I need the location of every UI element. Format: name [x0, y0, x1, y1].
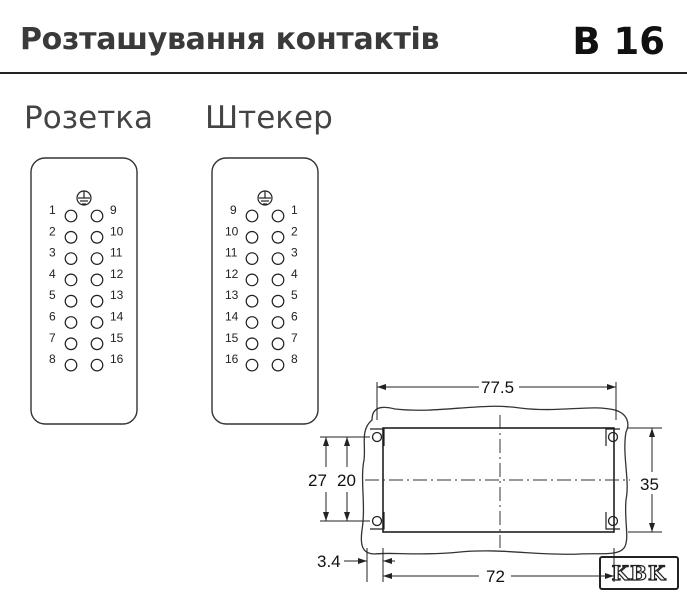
- pin-number: 16: [225, 352, 239, 366]
- pin-contact: [245, 294, 259, 308]
- pin-number: 10: [225, 224, 239, 238]
- pin-number: 16: [110, 352, 124, 366]
- pin-number: 7: [49, 331, 56, 345]
- pin-number: 11: [110, 246, 123, 260]
- pin-number: 11: [225, 246, 238, 260]
- center-lines: [365, 415, 630, 548]
- socket-body: [30, 157, 138, 425]
- brand-logo: KBK: [599, 556, 679, 590]
- pin-number: 6: [49, 310, 56, 324]
- pin-number: 9: [230, 203, 237, 217]
- plug-label: Штекер: [205, 100, 333, 136]
- pin-contact: [90, 273, 104, 287]
- pin-number: 2: [49, 224, 56, 238]
- pin-number: 12: [110, 267, 124, 281]
- pin-contact: [90, 316, 104, 329]
- mounting-holes: [371, 431, 619, 527]
- dim-bottom-width: 72: [486, 567, 505, 586]
- pin-number: 4: [291, 267, 298, 281]
- pin-number: 12: [225, 267, 239, 281]
- pin-contact: [271, 316, 285, 329]
- dimension-arrows: [323, 384, 655, 579]
- pin-contact: [271, 230, 285, 244]
- pin-contact: [271, 273, 285, 287]
- pin-number: 10: [110, 224, 124, 238]
- pin-number: 3: [49, 246, 56, 260]
- pin-number: 3: [291, 246, 298, 260]
- pin-contact: [245, 209, 259, 223]
- pin-contact: [64, 273, 78, 287]
- socket-label: Розетка: [24, 100, 153, 136]
- pin-number: 9: [110, 203, 117, 217]
- dim-left-inner: 20: [337, 471, 356, 490]
- pin-number: 15: [225, 331, 239, 345]
- pin-number: 7: [291, 331, 298, 345]
- pin-number: 8: [49, 352, 56, 366]
- pin-contact: [64, 230, 78, 244]
- pin-contact: [90, 358, 104, 372]
- ground-icon: [76, 190, 92, 206]
- pin-number: 1: [291, 203, 298, 217]
- model-code: B 16: [572, 20, 665, 63]
- pin-contact: [245, 252, 259, 266]
- pin-number: 2: [291, 224, 298, 238]
- pin-contact: [90, 209, 104, 223]
- pin-number: 4: [49, 267, 56, 281]
- pin-contact: [64, 209, 78, 223]
- pin-number: 14: [225, 310, 239, 324]
- pin-number: 5: [49, 288, 56, 302]
- pin-number: 15: [110, 331, 124, 345]
- pin-contact: [245, 316, 259, 329]
- pin-contact: [271, 337, 285, 351]
- pin-contact: [64, 252, 78, 266]
- pin-contact: [64, 337, 78, 351]
- pin-number: 8: [291, 352, 298, 366]
- pin-number: 14: [110, 310, 124, 324]
- dim-top-width: 77.5: [481, 378, 514, 397]
- pin-contact: [271, 358, 285, 372]
- dimension-lines: [320, 382, 662, 582]
- pin-number: 5: [291, 288, 298, 302]
- pin-contact: [64, 358, 78, 372]
- pin-number: 13: [110, 288, 124, 302]
- pin-contact: [245, 230, 259, 244]
- pin-contact: [90, 337, 104, 351]
- dim-hole-offset: 3.4: [317, 552, 341, 571]
- dim-right-height: 35: [640, 475, 659, 494]
- pin-contact: [64, 294, 78, 308]
- ground-icon: [257, 190, 273, 206]
- pin-contact: [90, 252, 104, 266]
- pin-contact: [271, 294, 285, 308]
- pin-number: 1: [49, 203, 56, 217]
- pin-number: 6: [291, 310, 298, 324]
- pin-contact: [245, 273, 259, 287]
- pin-contact: [271, 252, 285, 266]
- plug-body: [211, 157, 319, 425]
- pin-contact: [245, 358, 259, 372]
- pin-contact: [64, 316, 78, 329]
- dim-left-outer: 27: [308, 471, 327, 490]
- header-divider: [0, 72, 687, 74]
- pin-contact: [245, 337, 259, 351]
- page-title: Розташування контактів: [20, 22, 440, 57]
- pin-contact: [271, 209, 285, 223]
- pin-contact: [90, 294, 104, 308]
- pin-contact: [90, 230, 104, 244]
- pin-number: 13: [225, 288, 239, 302]
- hole-brackets: [370, 428, 620, 530]
